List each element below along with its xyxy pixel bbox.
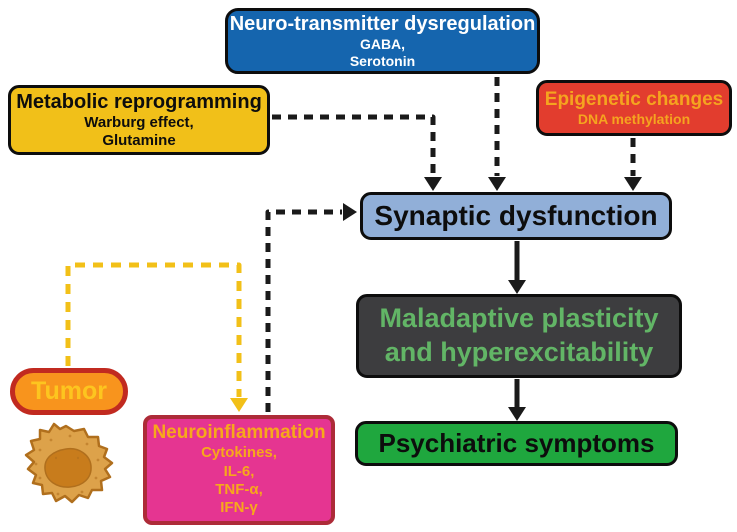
node-title: and hyperexcitability (384, 337, 654, 367)
node-subline: IL-6, (223, 462, 255, 480)
node-title: Neuro-transmitter dysregulation (229, 13, 536, 36)
arrowhead-down (508, 407, 526, 421)
cell-nucleus (44, 447, 92, 488)
arrowhead-down (508, 280, 526, 294)
arrow-neurotransmitter-to-synaptic (488, 77, 506, 191)
node-title: Psychiatric symptoms (378, 427, 655, 458)
node-epigenetic-changes: Epigenetic changes DNA methylation (536, 80, 732, 136)
node-tumor: Tumor (10, 368, 128, 415)
node-synaptic-dysfunction: Synaptic dysfunction (360, 192, 672, 240)
node-subline: Glutamine (102, 131, 176, 149)
node-subline: Serotonin (349, 52, 416, 69)
node-subline: Warburg effect, (84, 114, 194, 132)
node-metabolic-reprogramming: Metabolic reprogramming Warburg effect, … (8, 85, 270, 155)
node-neuroinflammation: Neuroinflammation Cytokines, IL-6, TNF-α… (143, 415, 335, 525)
node-title: Metabolic reprogramming (16, 91, 262, 114)
node-psychiatric-symptoms: Psychiatric symptoms (355, 421, 678, 466)
arrowhead-right (343, 203, 357, 221)
tumor-cell-icon (24, 422, 114, 504)
node-neurotransmitter-dysregulation: Neuro-transmitter dysregulation GABA, Se… (225, 8, 540, 74)
node-title: Neuroinflammation (152, 422, 326, 444)
node-subline: GABA, (359, 36, 406, 53)
arrowhead-down (624, 177, 642, 191)
node-title: Epigenetic changes (544, 89, 724, 111)
arrowhead-down (424, 177, 442, 191)
arrowhead-down (230, 398, 248, 412)
node-title: Maladaptive plasticity (379, 303, 659, 334)
arrow-synaptic-to-maladaptive (508, 241, 526, 294)
node-subline: IFN-γ (220, 499, 258, 517)
arrowhead-down (488, 177, 506, 191)
arrow-metabolic-to-synaptic (272, 114, 442, 191)
cell-speckles (34, 434, 100, 496)
node-title: Synaptic dysfunction (374, 199, 658, 231)
node-subline: Cytokines, (201, 444, 277, 462)
node-maladaptive-plasticity: Maladaptive plasticity and hyperexcitabi… (356, 294, 682, 378)
arrow-epigenetic-to-synaptic (624, 138, 642, 191)
arrow-neuroinflammation-to-synaptic (265, 203, 357, 412)
arrow-maladaptive-to-psychiatric (508, 379, 526, 421)
node-subline: TNF-α, (215, 480, 263, 498)
node-subline: DNA methylation (577, 110, 691, 127)
node-title: Tumor (31, 377, 107, 406)
